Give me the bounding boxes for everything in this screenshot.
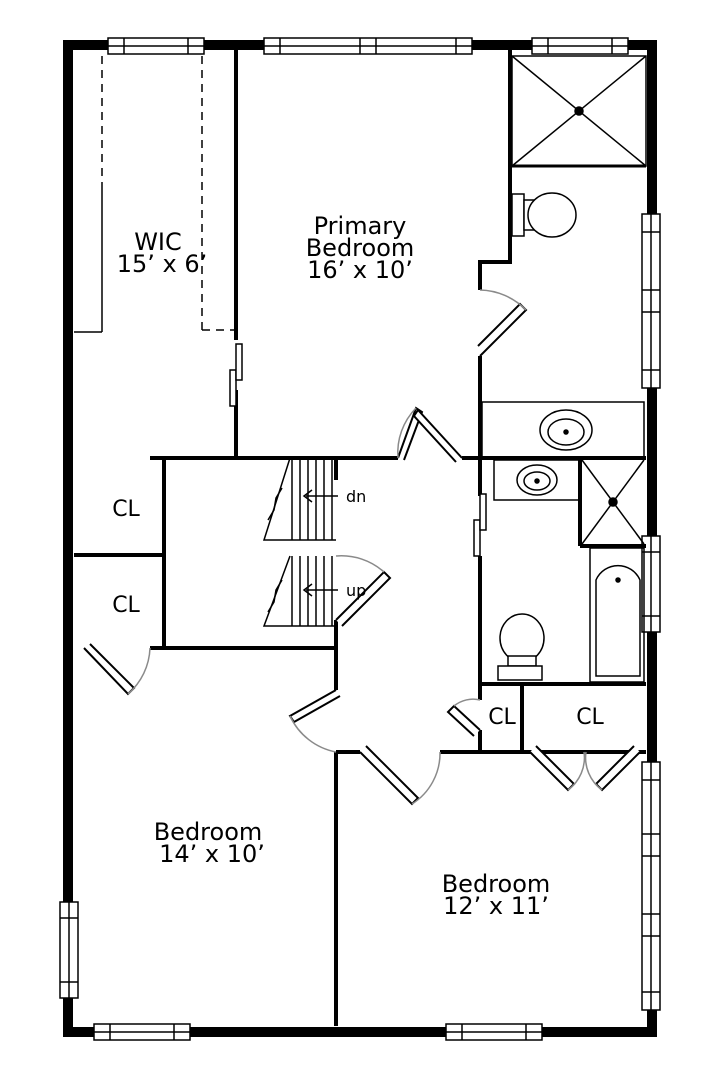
window-bedroom-left-bottom <box>93 1023 191 1041</box>
stair-flight-down <box>262 457 338 541</box>
wic-shelving <box>74 56 236 333</box>
bathtub <box>589 547 645 683</box>
toilet-primary <box>511 192 577 238</box>
door-stair <box>335 555 392 627</box>
window-wic-top <box>107 37 205 55</box>
stair-up-label: up <box>346 581 366 600</box>
exterior-walls <box>63 40 657 1037</box>
pocket-doors <box>229 343 487 557</box>
closet-right-label: CL <box>576 705 604 730</box>
vanity-hall-bath <box>493 459 581 501</box>
stair-flight-up <box>262 555 338 627</box>
fixtures <box>481 55 647 683</box>
primary-bedroom-name-line2: Bedroom <box>306 234 415 262</box>
window-primary-top <box>263 37 473 55</box>
primary-bedroom-size: 16’ x 10’ <box>307 256 413 284</box>
window-bedroom-right <box>641 761 661 1011</box>
window-bedroom-left <box>59 901 79 999</box>
door-primary-entry <box>397 406 463 463</box>
door-bedroom-left <box>288 689 341 753</box>
window-tub-right <box>641 535 661 633</box>
wic-name: WIC <box>134 228 182 256</box>
room-labels: WIC 15’ x 6’ Primary Bedroom 16’ x 10’ C… <box>112 212 604 920</box>
door-primary <box>477 289 528 357</box>
door-closet-hall <box>446 698 481 737</box>
window-bath-right <box>641 213 661 389</box>
wic-size: 15’ x 6’ <box>117 250 208 278</box>
closet-upper-label: CL <box>112 497 140 522</box>
shower-primary <box>511 55 647 168</box>
window-shower-top <box>531 37 629 55</box>
window-bedroom-right-bottom <box>445 1023 543 1041</box>
closet-lower-label: CL <box>112 593 140 618</box>
door-closet-lower <box>83 643 151 696</box>
vanity-primary <box>481 401 645 459</box>
bedroom-right-name: Bedroom <box>442 870 551 898</box>
door-closet-right <box>529 745 641 792</box>
shower-hall-bath <box>581 459 645 545</box>
toilet-hall-bath <box>497 613 545 681</box>
door-bedroom-right <box>359 745 441 806</box>
doors <box>83 289 641 806</box>
stairs <box>262 457 338 627</box>
bedroom-left-name: Bedroom <box>154 818 263 846</box>
bedroom-left-size: 14’ x 10’ <box>159 840 265 868</box>
windows <box>59 37 661 1041</box>
stair-down-label: dn <box>346 487 366 506</box>
closet-hall-label: CL <box>488 705 516 730</box>
primary-bedroom-name-line1: Primary <box>314 212 407 240</box>
bedroom-right-size: 12’ x 11’ <box>443 892 549 920</box>
